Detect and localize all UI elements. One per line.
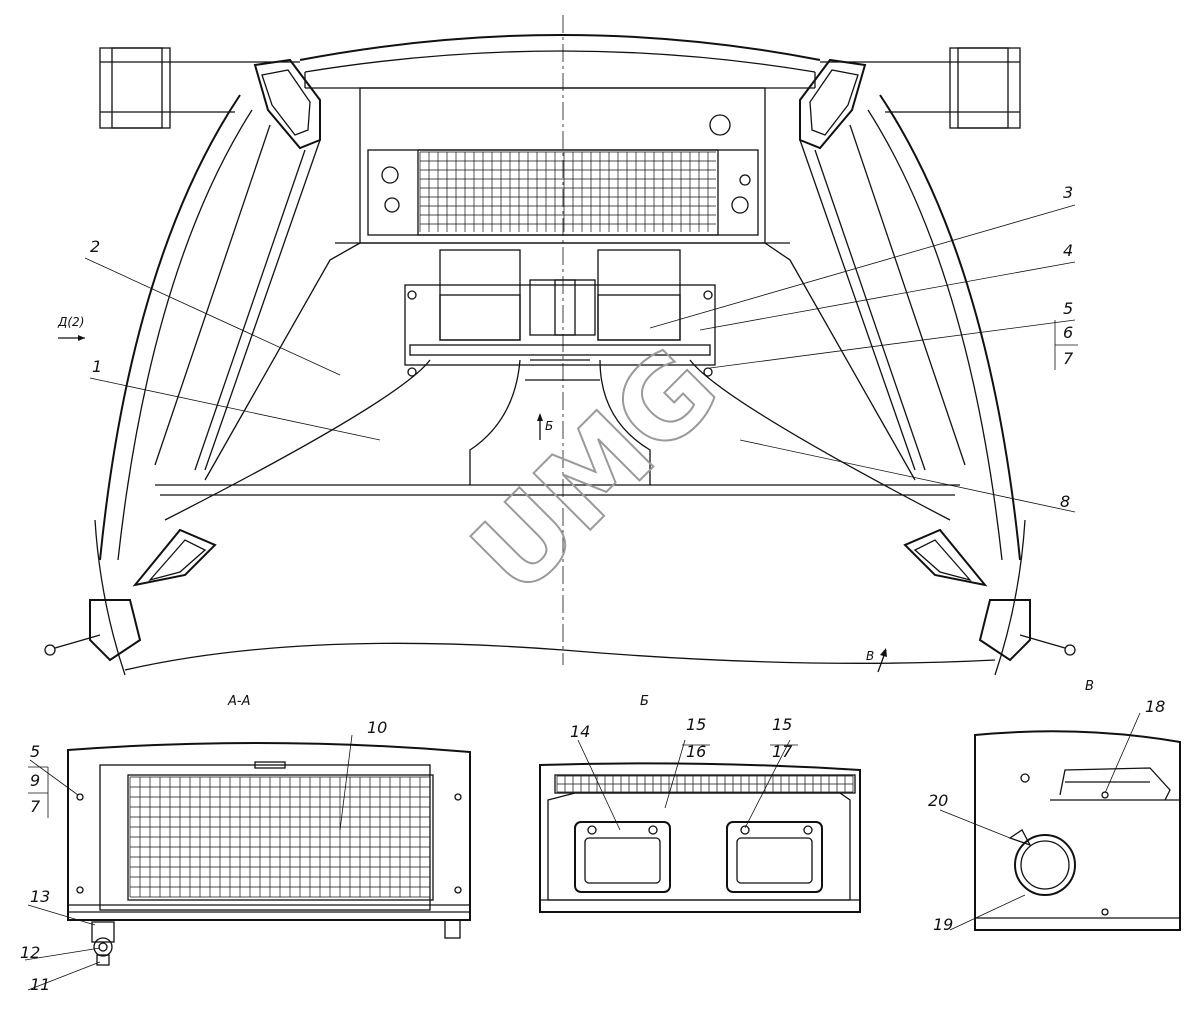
view-v-title: В [1085,679,1094,694]
section-aa: А-А 5 9 7 10 13 12 11 [20,694,471,994]
arrow-b-label: Б [545,419,553,433]
callout-12: 12 [20,943,40,962]
callout-15a: 15 [686,715,706,734]
condenser-grid [419,151,716,232]
view-b: Б 14 15 16 15 17 [539,694,861,913]
section-aa-title: А-А [227,694,250,709]
arrow-d-label: Д(2) [57,315,84,329]
evaporator-grid [129,776,431,898]
right-top-bracket [799,47,1021,150]
arrow-v-label: В [866,649,874,663]
callout-13: 13 [30,887,50,906]
condenser-block [359,87,766,244]
blower-unit [404,249,716,377]
left-outer-frame [99,94,241,561]
callout-16: 16 [686,742,706,761]
view-b-grid [556,775,854,793]
callout-19: 19 [933,915,953,934]
callout-2: 2 [90,237,100,256]
callout-14: 14 [570,722,590,741]
callout-7b: 7 [30,797,41,816]
callout-10: 10 [367,718,387,737]
view-b-title: Б [640,694,649,709]
view-v: В 18 20 19 [928,679,1181,934]
callout-11: 11 [30,975,50,994]
callout-18: 18 [1145,697,1165,716]
callout-20: 20 [928,791,948,810]
callout-5b: 5 [30,742,40,761]
main-view: 1 2 3 4 5 6 7 8 Д(2) Б В [44,15,1078,676]
callout-9: 9 [30,771,40,790]
right-outer-frame [879,94,1021,561]
callout-4: 4 [1063,241,1073,260]
callout-8: 8 [1060,492,1070,511]
top-arch [299,34,821,61]
left-lower-mount [44,519,217,676]
air-ducts [164,359,951,521]
callout-17: 17 [772,742,793,761]
right-lower-mount [903,519,1076,676]
callout-7: 7 [1063,349,1074,368]
left-top-bracket [99,47,321,150]
callout-15b: 15 [772,715,792,734]
callout-6: 6 [1063,323,1073,342]
watermark: UMG [448,323,743,618]
callout-3: 3 [1063,183,1073,202]
callout-1: 1 [92,357,102,376]
callout-5: 5 [1063,299,1073,318]
break-line [124,642,996,671]
